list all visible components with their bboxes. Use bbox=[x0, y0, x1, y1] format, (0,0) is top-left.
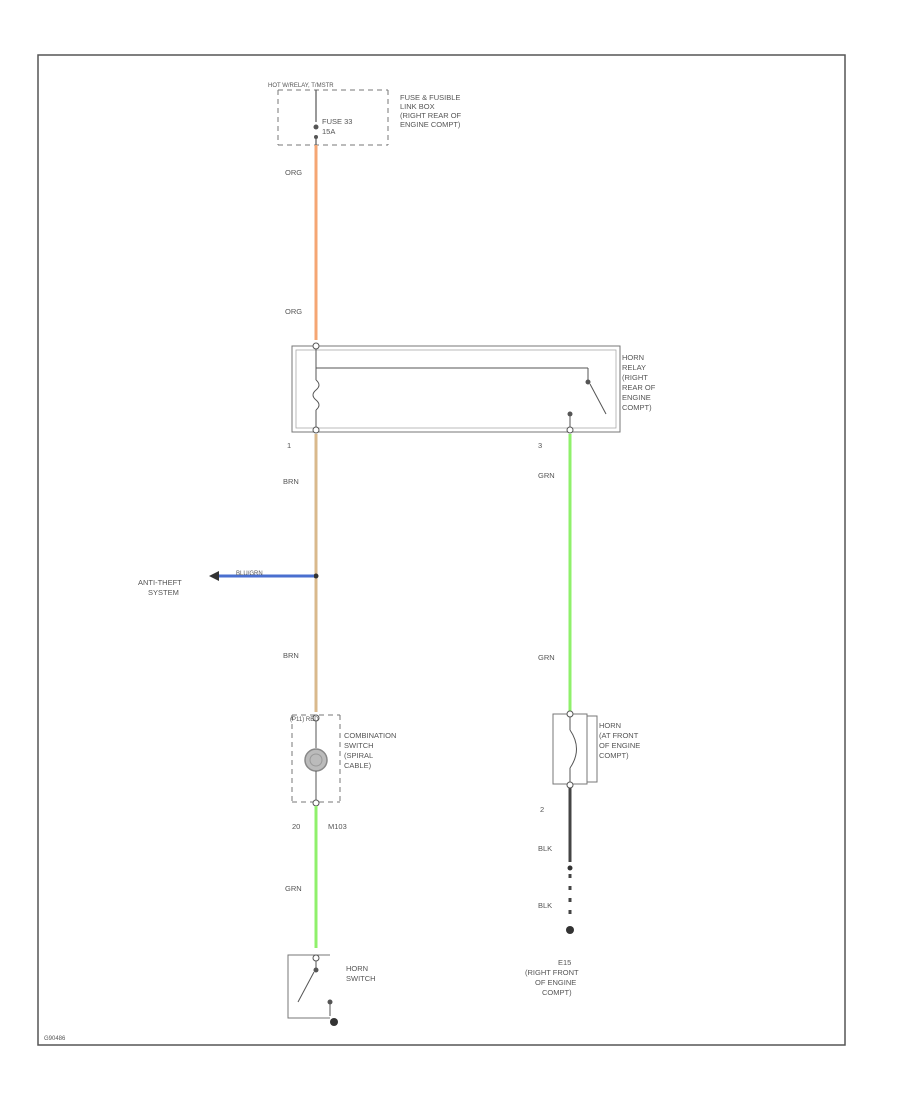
fuse-location-line-4: ENGINE COMPT) bbox=[400, 120, 461, 129]
wire-label-brn-1: BRN bbox=[283, 477, 299, 486]
horn-switch-label-line-1: HORN bbox=[346, 964, 368, 973]
wire-label-org-1: ORG bbox=[285, 168, 302, 177]
combination-switch-connector: M103 bbox=[328, 822, 347, 831]
combination-switch-line-2: SWITCH bbox=[344, 741, 374, 750]
horn bbox=[552, 710, 598, 789]
fuse-location-line-1: FUSE & FUSIBLE bbox=[400, 93, 460, 102]
wire-label-org-2: ORG bbox=[285, 307, 302, 316]
combination-switch bbox=[291, 714, 341, 807]
relay-location-line-1: HORN bbox=[622, 353, 644, 362]
combination-switch-line-3: (SPIRAL bbox=[344, 751, 373, 760]
fuse-label: FUSE 33 bbox=[322, 117, 352, 126]
fuse-rating: 15A bbox=[322, 127, 335, 136]
wire-label-grn-2: GRN bbox=[538, 653, 555, 662]
horn-location-line-1: HORN bbox=[599, 721, 621, 730]
fuse-location-line-3: (RIGHT REAR OF bbox=[400, 111, 462, 120]
horn-location-line-3: OF ENGINE bbox=[599, 741, 640, 750]
horn-switch bbox=[287, 954, 338, 1026]
anti-theft-arrow bbox=[209, 571, 219, 581]
anti-theft-label-line-2: SYSTEM bbox=[148, 588, 179, 597]
relay-pin-left: 1 bbox=[287, 441, 291, 450]
horn-switch-label-line-2: SWITCH bbox=[346, 974, 376, 983]
horn-relay bbox=[291, 342, 621, 434]
combination-switch-line-1: COMBINATION bbox=[344, 731, 396, 740]
hot-label: HOT W/RELAY, T/MSTR bbox=[268, 83, 334, 89]
ground-location-line-1: (RIGHT FRONT bbox=[525, 968, 579, 977]
horn-location-line-4: COMPT) bbox=[599, 751, 629, 760]
horn-location-line-2: (AT FRONT bbox=[599, 731, 639, 740]
relay-location-line-4: REAR OF bbox=[622, 383, 656, 392]
ground-location-line-2: OF ENGINE bbox=[535, 978, 576, 987]
wire-label-grn-3: GRN bbox=[285, 884, 302, 893]
diagram-frame bbox=[37, 54, 846, 1046]
combination-switch-bottom-pin: 20 bbox=[292, 822, 300, 831]
ground-location-line-3: COMPT) bbox=[542, 988, 572, 997]
wire-label-blk-2: BLK bbox=[538, 901, 552, 910]
spiral-cable-icon bbox=[304, 748, 328, 772]
ground-icon bbox=[566, 926, 574, 934]
wire-label-blu-grn: BLU/GRN bbox=[236, 571, 263, 577]
figure-code: G90486 bbox=[44, 1036, 66, 1042]
splice-node bbox=[313, 573, 319, 579]
horn-switch-ground-icon bbox=[330, 1018, 338, 1026]
fuse-box bbox=[277, 89, 389, 146]
fuse-location-line-2: LINK BOX bbox=[400, 102, 435, 111]
horn-pin: 2 bbox=[540, 805, 544, 814]
ground-connector-top bbox=[567, 865, 573, 871]
ground-label: E15 bbox=[558, 958, 571, 967]
relay-location-line-5: ENGINE bbox=[622, 393, 651, 402]
relay-location-line-6: COMPT) bbox=[622, 403, 652, 412]
relay-pin-right: 3 bbox=[538, 441, 542, 450]
wire-label-blk-1: BLK bbox=[538, 844, 552, 853]
wire-label-grn-1: GRN bbox=[538, 471, 555, 480]
combination-switch-top-pin: (P11) RED bbox=[290, 717, 319, 723]
relay-location-line-3: (RIGHT bbox=[622, 373, 648, 382]
wire-label-brn-2: BRN bbox=[283, 651, 299, 660]
combination-switch-line-4: CABLE) bbox=[344, 761, 372, 770]
relay-location-line-2: RELAY bbox=[622, 363, 646, 372]
anti-theft-label-line-1: ANTI-THEFT bbox=[138, 578, 182, 587]
